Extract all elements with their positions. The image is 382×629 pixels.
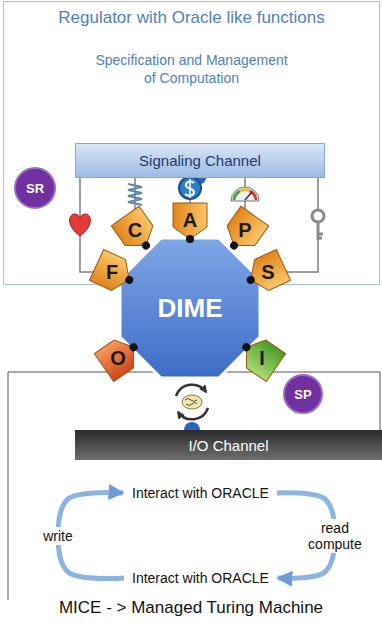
function-tab: S bbox=[249, 253, 287, 291]
node-label: S bbox=[261, 261, 274, 284]
function-tab: F bbox=[93, 253, 131, 291]
octagon-outline bbox=[120, 238, 260, 378]
channel-bar: I/O Channel bbox=[75, 430, 382, 460]
role-circle: SP bbox=[283, 374, 323, 414]
node-label: P bbox=[238, 219, 251, 242]
tab-outline bbox=[94, 333, 143, 381]
core-octagon: DIME bbox=[118, 236, 262, 380]
region-heading: Regulator with Oracle like functions bbox=[4, 8, 379, 28]
joint-dot bbox=[186, 235, 194, 243]
edge-label: read compute bbox=[305, 518, 365, 552]
function-tab: O bbox=[99, 339, 137, 377]
node-label: Interact with ORACLE bbox=[132, 570, 269, 586]
lower-frame bbox=[8, 372, 380, 600]
node-label: DIME bbox=[158, 293, 223, 324]
node-label: F bbox=[106, 261, 118, 284]
joint-dot bbox=[140, 240, 151, 251]
function-tab: A bbox=[171, 201, 209, 239]
tab-outline bbox=[89, 249, 136, 295]
node-label: O bbox=[110, 347, 126, 370]
node-label: I/O Channel bbox=[188, 437, 268, 454]
node-label: I bbox=[259, 347, 265, 370]
step-text: Interact with ORACLE bbox=[128, 483, 273, 503]
node-label: SP bbox=[294, 387, 311, 402]
joint-dot bbox=[228, 240, 239, 251]
tab-outline bbox=[111, 206, 160, 255]
node-label: Signaling Channel bbox=[139, 152, 261, 169]
joint-dot bbox=[245, 275, 256, 286]
edge-label: write bbox=[40, 526, 76, 544]
function-tab: C bbox=[116, 211, 154, 249]
node-label: A bbox=[183, 209, 197, 232]
spring-icon bbox=[128, 184, 142, 205]
function-tab: I bbox=[243, 339, 281, 377]
coin-icon bbox=[179, 177, 201, 199]
connector bbox=[285, 178, 318, 272]
step-text: Interact with ORACLE bbox=[128, 568, 273, 588]
role-circle: SR bbox=[14, 167, 56, 209]
function-tab: P bbox=[226, 211, 264, 249]
node-label: Interact with ORACLE bbox=[132, 485, 269, 501]
node-label: C bbox=[128, 219, 142, 242]
node-label: SR bbox=[26, 181, 44, 196]
joint-dot bbox=[124, 275, 135, 286]
tab-outline bbox=[220, 206, 269, 255]
caption: MICE - > Managed Turing Machine bbox=[0, 598, 382, 618]
key-icon bbox=[312, 210, 324, 240]
gauge-icon bbox=[231, 187, 259, 201]
joint-dot bbox=[128, 342, 139, 353]
channel-bar: Signaling Channel bbox=[75, 143, 325, 178]
tab-outline bbox=[237, 333, 286, 381]
tab-outline bbox=[244, 249, 291, 295]
caption-text: MICE - > Managed Turing Machine bbox=[0, 598, 382, 618]
heart-icon bbox=[70, 214, 91, 236]
tab-outline bbox=[173, 203, 207, 239]
cycle-symbol bbox=[176, 385, 208, 420]
joint-dot bbox=[241, 342, 252, 353]
region-note: Specification and Management of Computat… bbox=[92, 52, 292, 87]
